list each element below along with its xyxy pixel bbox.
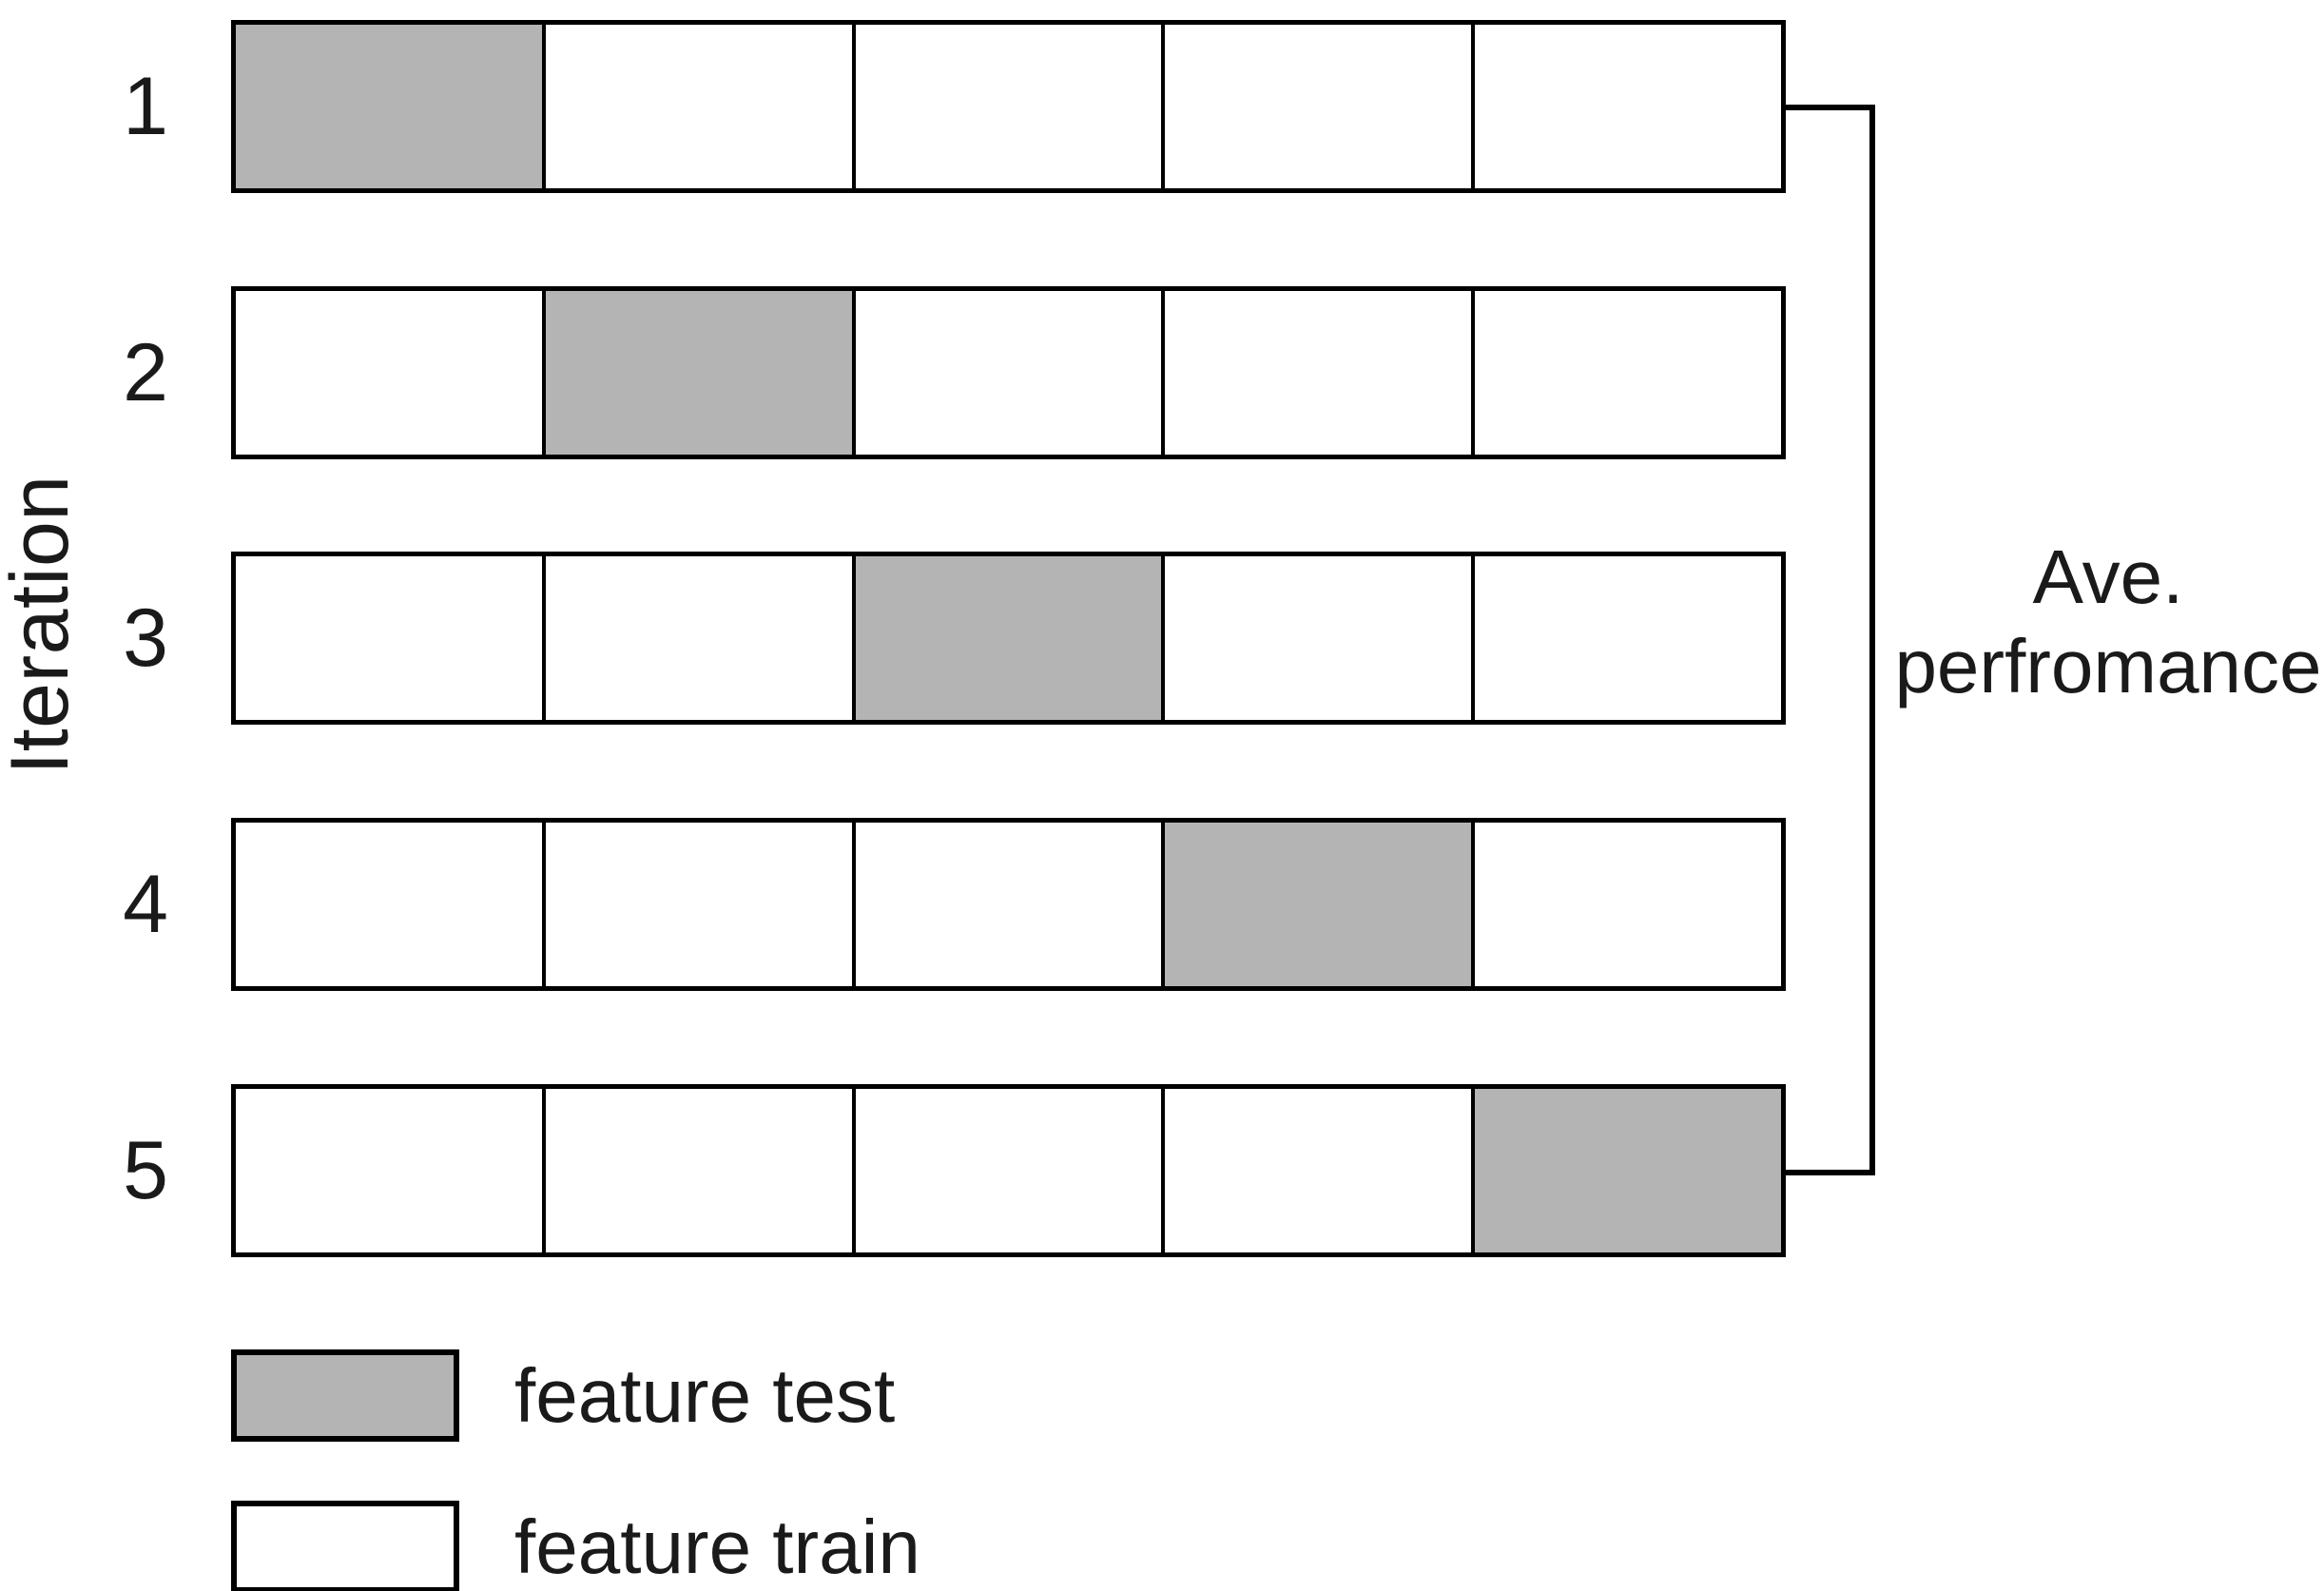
- fold-cell-1-2[interactable]: [545, 25, 856, 188]
- fold-cell-1-3[interactable]: [855, 25, 1166, 188]
- average-performance-line-2: perfromance: [1894, 624, 2322, 709]
- fold-cell-5-2[interactable]: [545, 1089, 856, 1252]
- legend-item-feature-train: feature train: [231, 1501, 920, 1591]
- fold-cell-1-1[interactable]: [236, 25, 546, 188]
- fold-cell-4-2[interactable]: [545, 823, 856, 986]
- iteration-row-1: [231, 20, 1786, 193]
- fold-cell-3-3[interactable]: [855, 556, 1166, 720]
- fold-cell-2-2[interactable]: [545, 291, 856, 455]
- row-number-2: 2: [123, 327, 168, 418]
- axis-label-iteration: Iteration: [0, 475, 86, 775]
- fold-cell-3-2[interactable]: [545, 556, 856, 720]
- fold-cell-2-4[interactable]: [1165, 291, 1476, 455]
- fold-cell-4-4[interactable]: [1165, 823, 1476, 986]
- average-performance-line-1: Ave.: [2032, 534, 2184, 619]
- fold-cell-1-4[interactable]: [1165, 25, 1476, 188]
- fold-cell-4-3[interactable]: [855, 823, 1166, 986]
- fold-cell-2-5[interactable]: [1475, 291, 1781, 455]
- iteration-row-3: [231, 552, 1786, 725]
- fold-cell-3-4[interactable]: [1165, 556, 1476, 720]
- row-number-3: 3: [123, 592, 168, 684]
- average-performance-caption: Ave. perfromance: [1892, 533, 2324, 712]
- legend-label-feature-test: feature test: [514, 1353, 896, 1438]
- fold-cell-3-1[interactable]: [236, 556, 546, 720]
- fold-cell-5-5[interactable]: [1475, 1089, 1781, 1252]
- fold-cell-2-1[interactable]: [236, 291, 546, 455]
- iteration-row-5: [231, 1084, 1786, 1257]
- fold-cell-5-3[interactable]: [855, 1089, 1166, 1252]
- iteration-row-4: [231, 818, 1786, 991]
- legend-swatch-feature-train: [231, 1501, 459, 1591]
- legend-item-feature-test: feature test: [231, 1349, 895, 1442]
- fold-cell-5-4[interactable]: [1165, 1089, 1476, 1252]
- fold-cell-4-5[interactable]: [1475, 823, 1781, 986]
- legend-swatch-feature-test: [231, 1349, 459, 1442]
- row-number-1: 1: [123, 61, 168, 152]
- row-number-4: 4: [123, 859, 168, 950]
- aggregation-bracket: [1784, 105, 1875, 1175]
- row-number-5: 5: [123, 1125, 168, 1216]
- legend-label-feature-train: feature train: [514, 1504, 920, 1589]
- bracket-spine: [1869, 105, 1875, 1175]
- fold-cell-2-3[interactable]: [855, 291, 1166, 455]
- fold-cell-1-5[interactable]: [1475, 25, 1781, 188]
- fold-cell-4-1[interactable]: [236, 823, 546, 986]
- bracket-arm-bottom: [1784, 1170, 1875, 1175]
- bracket-arm-top: [1784, 105, 1875, 110]
- fold-cell-5-1[interactable]: [236, 1089, 546, 1252]
- fold-cell-3-5[interactable]: [1475, 556, 1781, 720]
- iteration-row-2: [231, 286, 1786, 459]
